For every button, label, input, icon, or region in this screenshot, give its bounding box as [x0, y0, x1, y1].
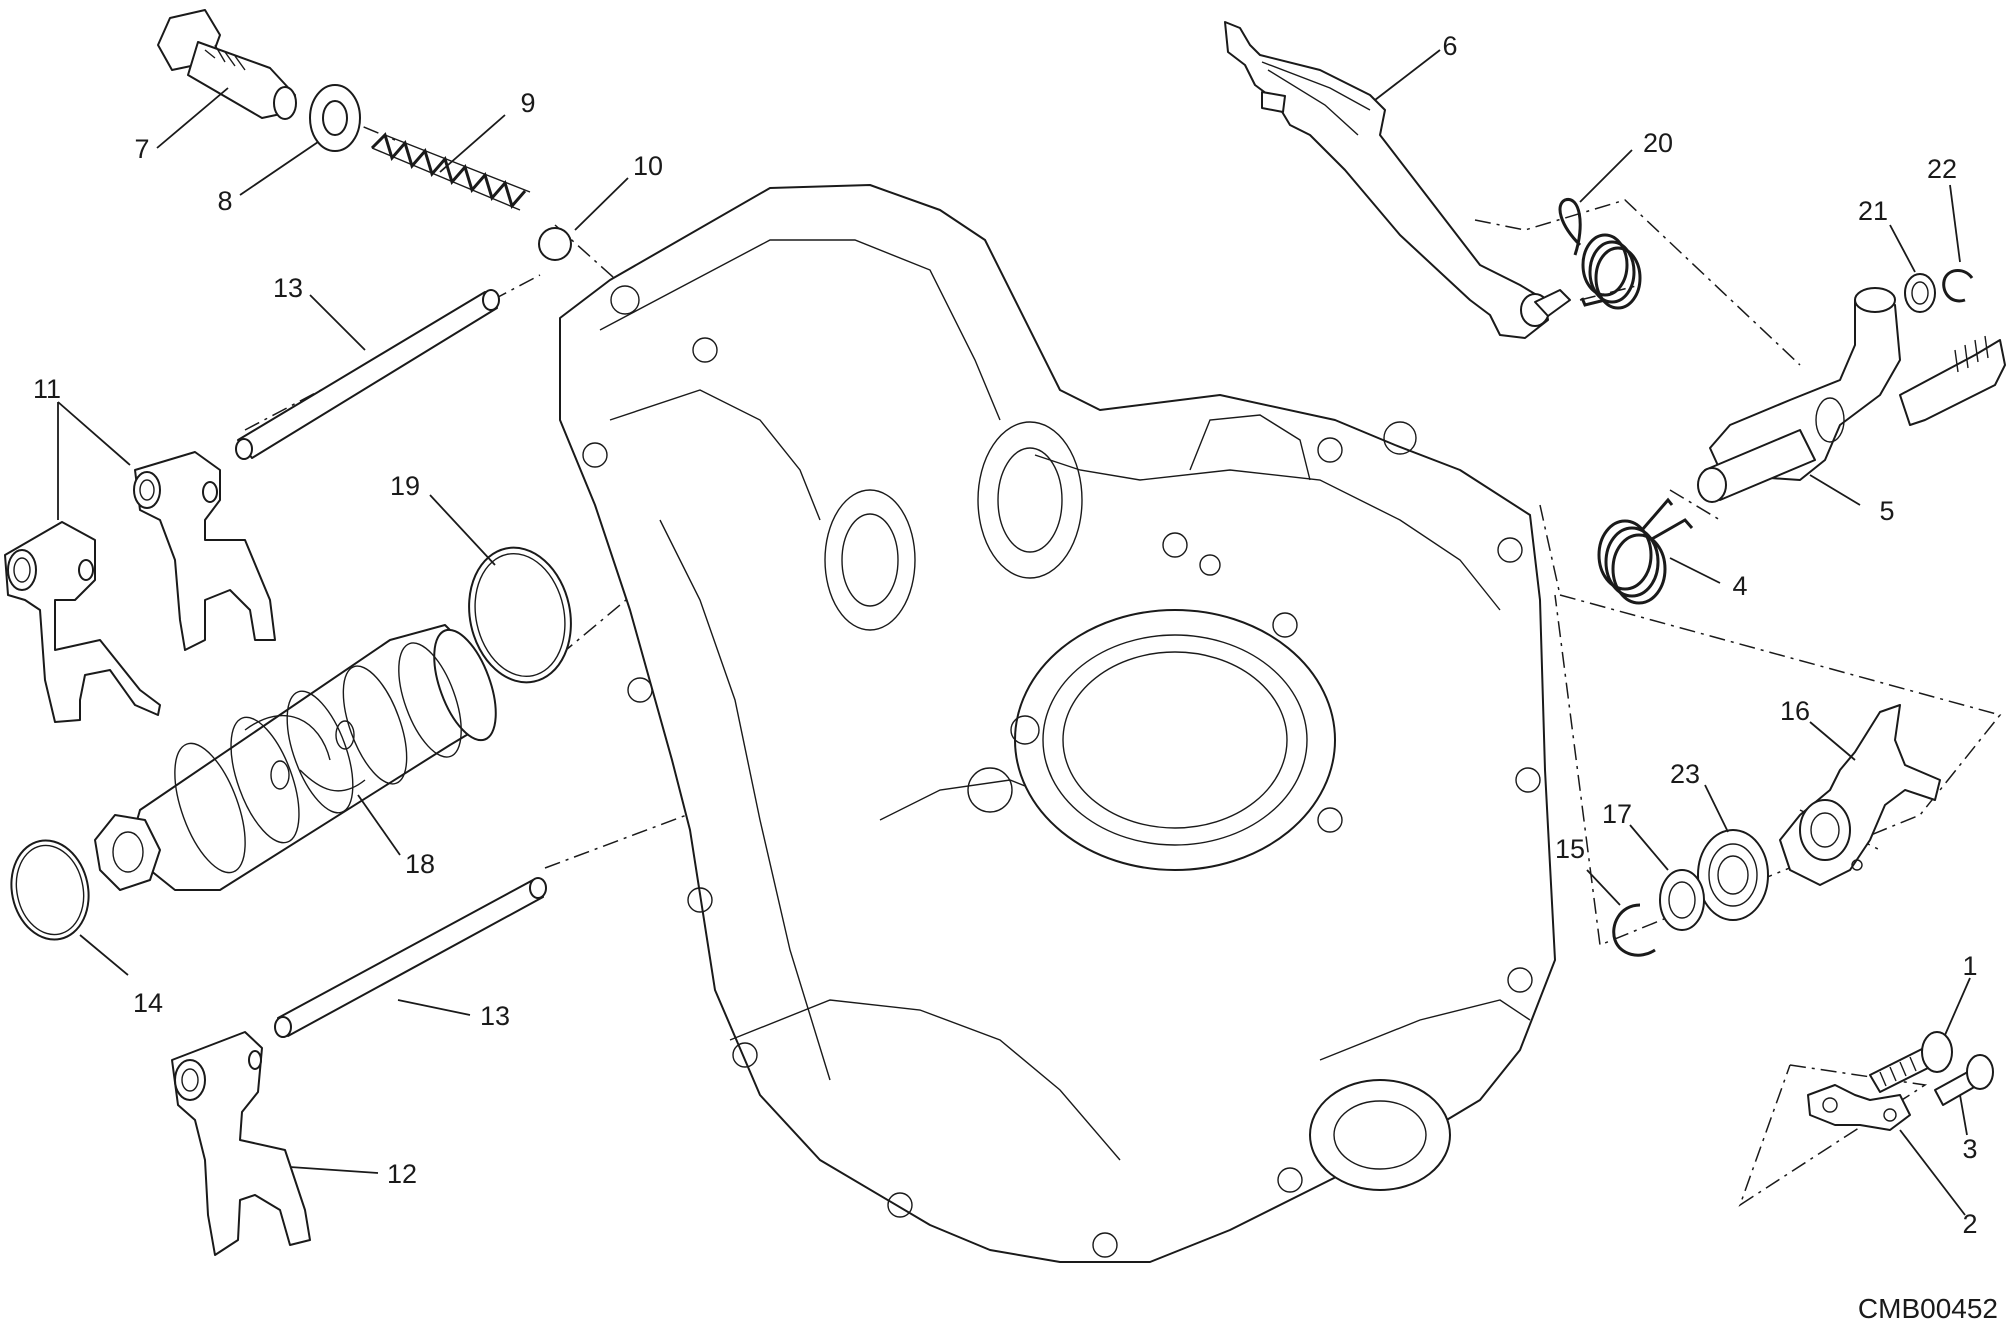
part-11-shift-fork-right — [133, 451, 276, 651]
callout-22: 22 — [1927, 154, 1957, 184]
part-12-shift-fork — [171, 1031, 311, 1256]
part-13-shaft-lower — [274, 877, 547, 1038]
callout-14: 14 — [133, 988, 163, 1018]
callout-16: 16 — [1780, 696, 1810, 726]
crankcase-half — [559, 184, 1556, 1263]
part-18-selector-drum — [94, 624, 497, 891]
part-7-bolt — [157, 9, 297, 120]
part-9-spring — [370, 132, 531, 211]
part-8-washer — [309, 84, 361, 152]
callout-9: 9 — [520, 88, 535, 118]
callout-17: 17 — [1602, 799, 1632, 829]
drawing-code: CMB00452 — [1858, 1293, 1998, 1324]
part-22-clip — [1942, 269, 1974, 303]
part-1-screw — [1869, 1031, 1953, 1093]
callout-10: 10 — [633, 151, 663, 181]
part-2-plate — [1807, 1084, 1911, 1131]
callout-20: 20 — [1643, 128, 1673, 158]
callout-1: 1 — [1962, 951, 1977, 981]
part-14-ring — [10, 839, 90, 941]
callout-3: 3 — [1962, 1134, 1977, 1164]
callout-7: 7 — [134, 134, 149, 164]
part-17-washer — [1659, 869, 1705, 931]
callout-23: 23 — [1670, 759, 1700, 789]
callout-21: 21 — [1858, 196, 1888, 226]
part-11-shift-fork-left — [4, 521, 161, 723]
callout-11: 11 — [33, 374, 61, 404]
part-3-screw — [1934, 1054, 1994, 1106]
callout-labels: 1 2 3 4 5 6 7 8 9 10 11 12 13 13 14 15 1… — [33, 31, 1978, 1239]
callout-15: 15 — [1555, 834, 1585, 864]
callout-2: 2 — [1962, 1209, 1977, 1239]
part-15-clip — [1612, 903, 1656, 957]
part-19-ring — [468, 546, 572, 684]
callout-18: 18 — [405, 849, 435, 879]
callout-5: 5 — [1879, 496, 1894, 526]
part-16-selector-plate — [1779, 704, 1941, 886]
callout-19: 19 — [390, 471, 420, 501]
callout-8: 8 — [217, 186, 232, 216]
callout-6: 6 — [1442, 31, 1457, 61]
callout-4: 4 — [1732, 571, 1747, 601]
callout-13-upper: 13 — [273, 273, 303, 303]
part-13-shaft-upper — [235, 289, 500, 460]
callout-12: 12 — [387, 1159, 417, 1189]
callout-13-lower: 13 — [480, 1001, 510, 1031]
part-23-bearing — [1697, 829, 1769, 921]
part-4-torsion-spring — [1597, 497, 1694, 605]
part-21-ring — [1904, 273, 1936, 313]
part-20-spring — [1558, 198, 1642, 310]
part-5-shift-shaft — [1697, 287, 2006, 503]
leader-lines — [57, 49, 1971, 1216]
part-10-ball — [538, 227, 572, 261]
part-6-gear-lever — [1224, 21, 1571, 339]
